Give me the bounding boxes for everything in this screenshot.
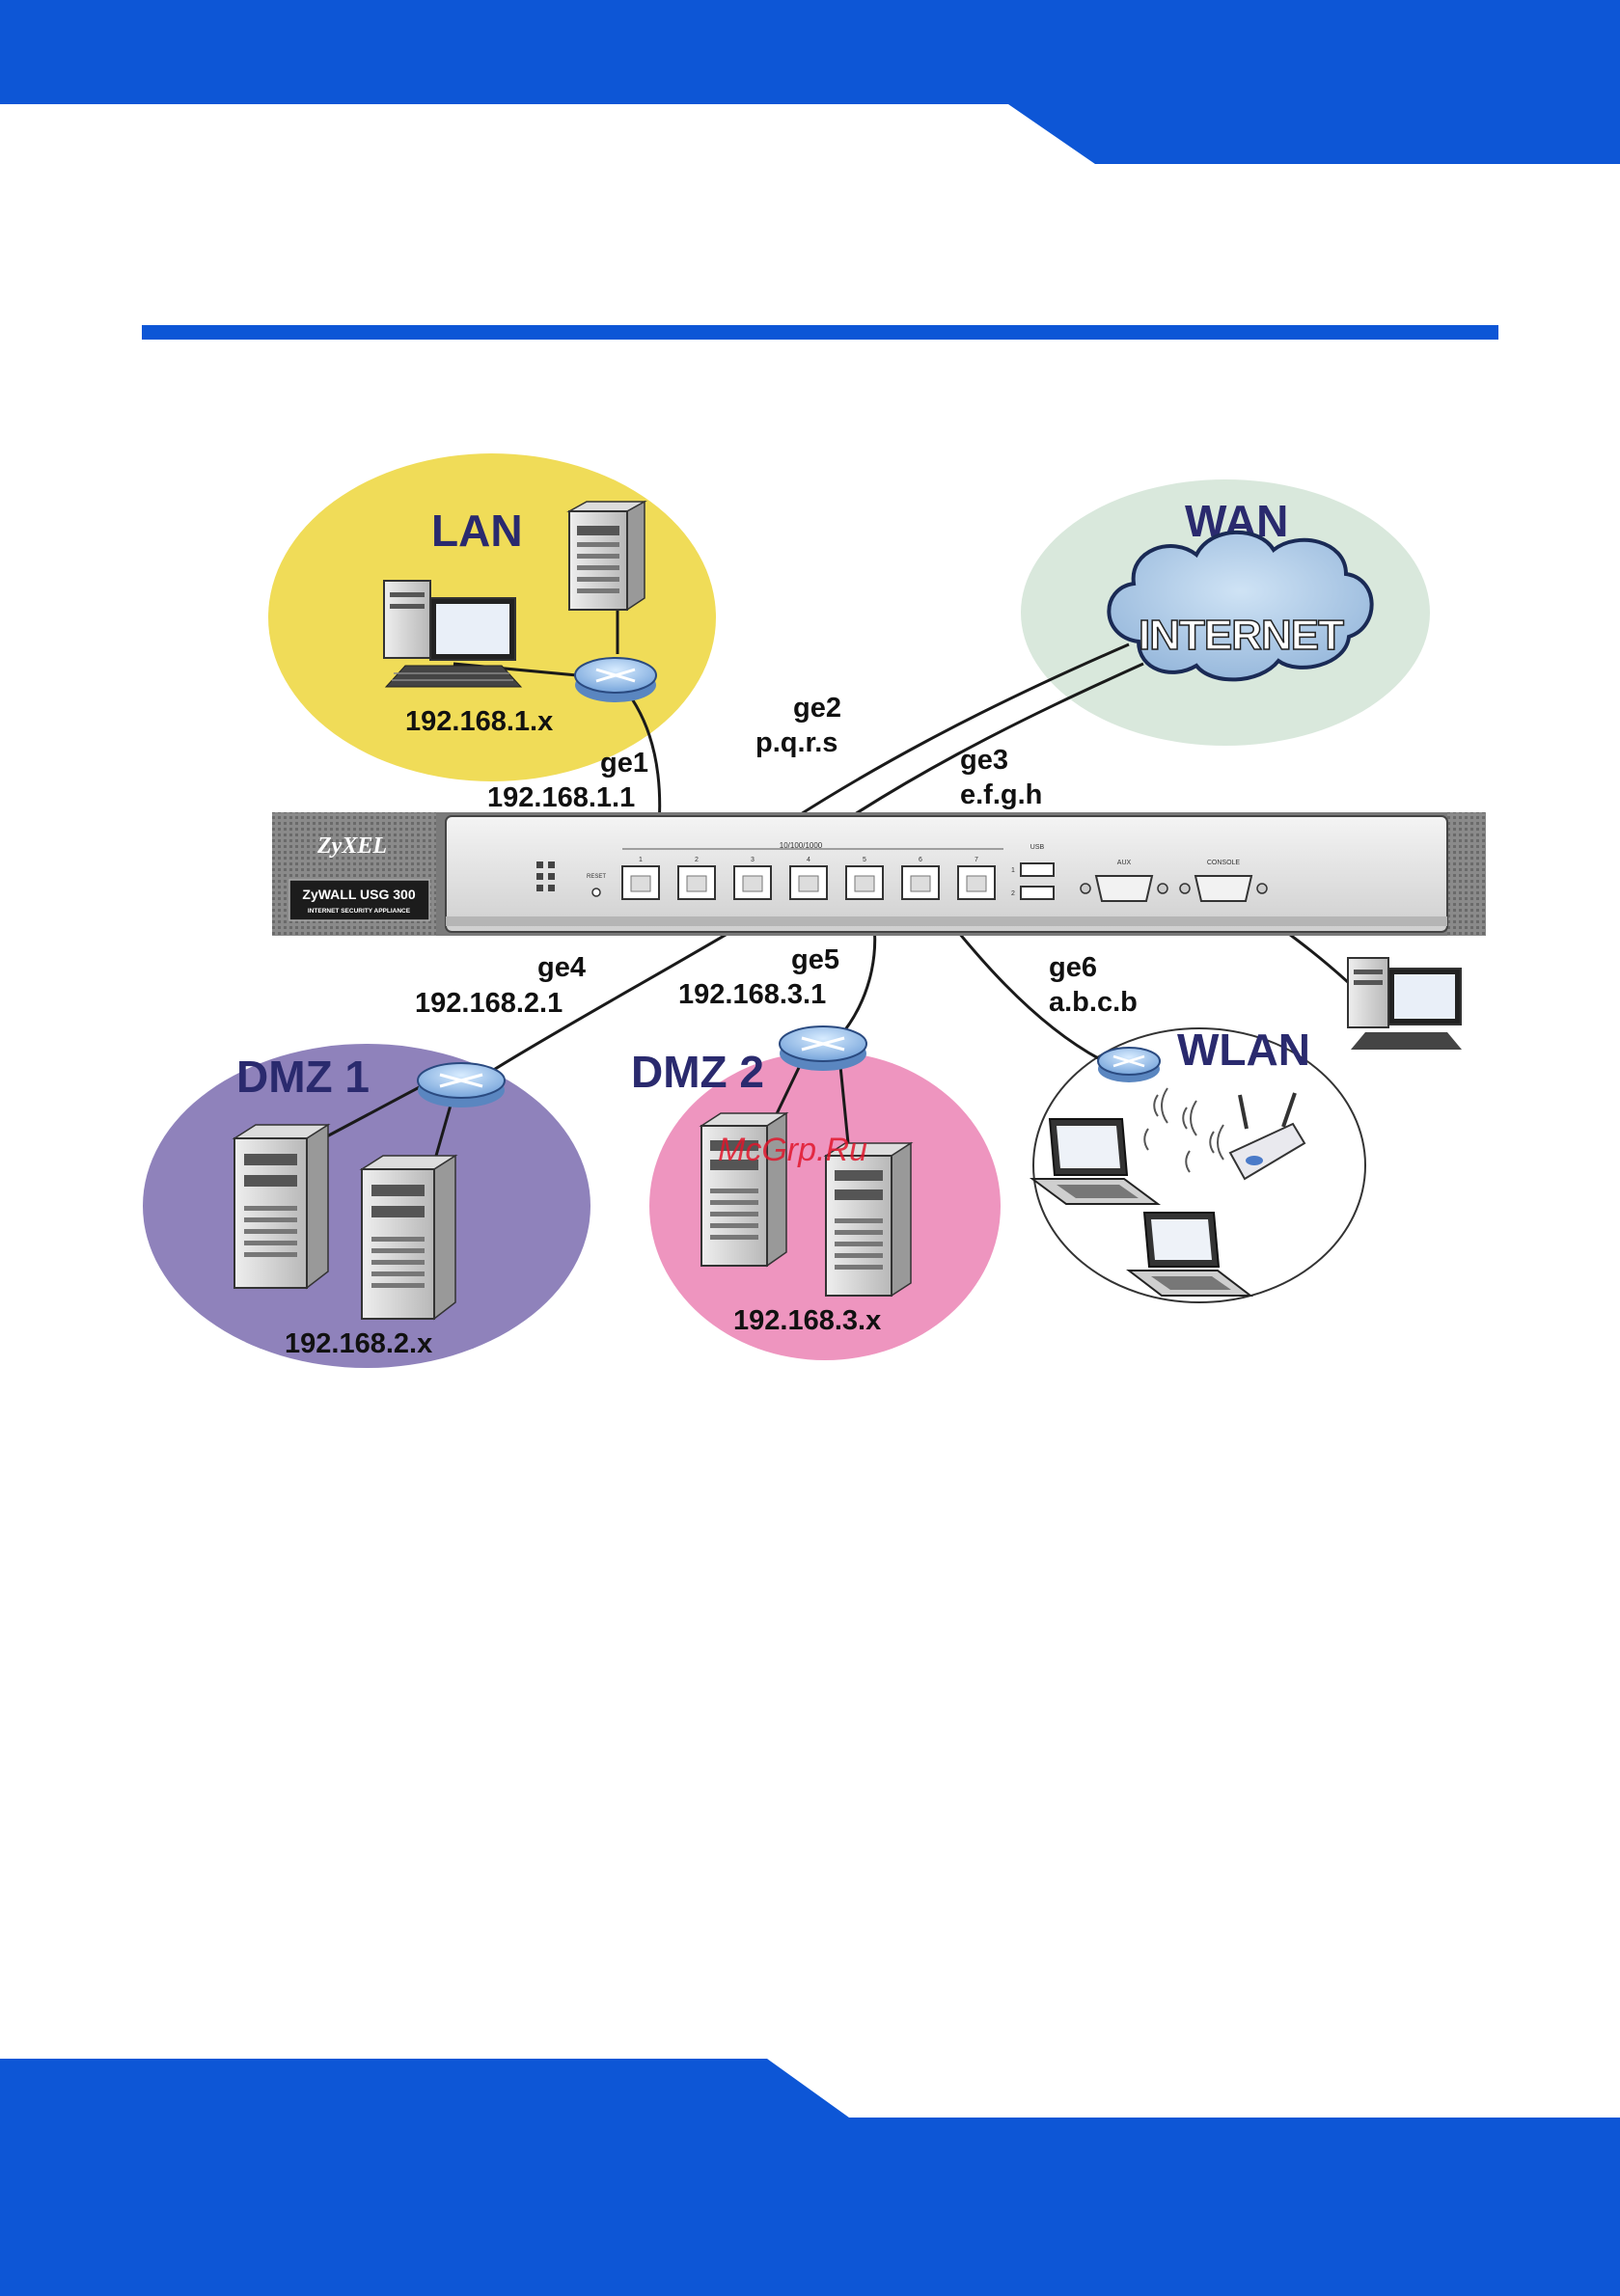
lan-title: LAN — [431, 506, 523, 556]
title-rule — [142, 325, 1498, 340]
ge6-ip: a.b.c.b — [1049, 987, 1138, 1018]
port-number: 3 — [751, 857, 755, 863]
brand-logo: ZyXEL — [316, 834, 387, 859]
model-tagline: INTERNET SECURITY APPLIANCE — [308, 908, 411, 915]
dmz1-subnet-label: 192.168.2.x — [285, 1328, 432, 1359]
ge6-name: ge6 — [1049, 952, 1097, 983]
port-number: 5 — [863, 857, 866, 863]
usb-label: USB — [1030, 844, 1045, 851]
ge2-ip: p.q.r.s — [755, 727, 837, 758]
ge4-name: ge4 — [537, 952, 586, 983]
usb-port-2[interactable] — [1021, 887, 1054, 899]
ge4-ip: 192.168.2.1 — [415, 988, 563, 1019]
console-label: CONSOLE — [1207, 860, 1241, 866]
ge2-name: ge2 — [793, 693, 841, 724]
dmz1-server-icon — [362, 1156, 455, 1319]
reset-button[interactable] — [592, 888, 600, 896]
wlan-title: WLAN — [1177, 1025, 1310, 1075]
usb-port-1[interactable] — [1021, 863, 1054, 876]
dmz2-router-icon — [780, 1026, 866, 1071]
usb-number: 2 — [1011, 890, 1015, 897]
port-number: 7 — [975, 857, 978, 863]
dmz1-server-icon — [234, 1125, 328, 1288]
dmz1-router-icon — [418, 1063, 505, 1107]
dmz2-title: DMZ 2 — [631, 1047, 764, 1097]
ge5-ip: 192.168.3.1 — [678, 979, 826, 1010]
internet-cloud-icon: INTERNET — [1109, 533, 1371, 680]
ge5-name: ge5 — [791, 944, 839, 975]
watermark: McGrp.Ru — [718, 1132, 867, 1168]
internet-label: INTERNET — [1139, 612, 1344, 659]
port-number: 2 — [695, 857, 699, 863]
lan-subnet-label: 192.168.1.x — [405, 706, 553, 737]
ge3-ip: e.f.g.h — [960, 779, 1042, 810]
port-number: 4 — [807, 857, 810, 863]
wlan-router-icon — [1098, 1048, 1160, 1082]
bottom-footer-band — [0, 2059, 1620, 2296]
port-number: 6 — [919, 857, 922, 863]
model-label: ZyWALL USG 300 — [302, 887, 415, 902]
ge1-name: ge1 — [600, 748, 648, 779]
dmz1-title: DMZ 1 — [236, 1052, 370, 1102]
top-header-band — [0, 0, 1620, 164]
lan-server-icon — [569, 502, 645, 610]
ge1-ip: 192.168.1.1 — [487, 782, 635, 813]
ge3-name: ge3 — [960, 745, 1008, 776]
dmz2-subnet-label: 192.168.3.x — [733, 1305, 881, 1336]
aux-label: AUX — [1117, 860, 1132, 866]
console-pc-icon — [1348, 958, 1462, 1050]
usb-number: 1 — [1011, 867, 1015, 874]
port-number: 1 — [639, 857, 643, 863]
zywall-appliance: ZyXEL ZyWALL USG 300 INTERNET SECURITY A… — [272, 812, 1486, 936]
lan-router-icon — [575, 658, 656, 702]
reset-label: RESET — [587, 874, 606, 880]
